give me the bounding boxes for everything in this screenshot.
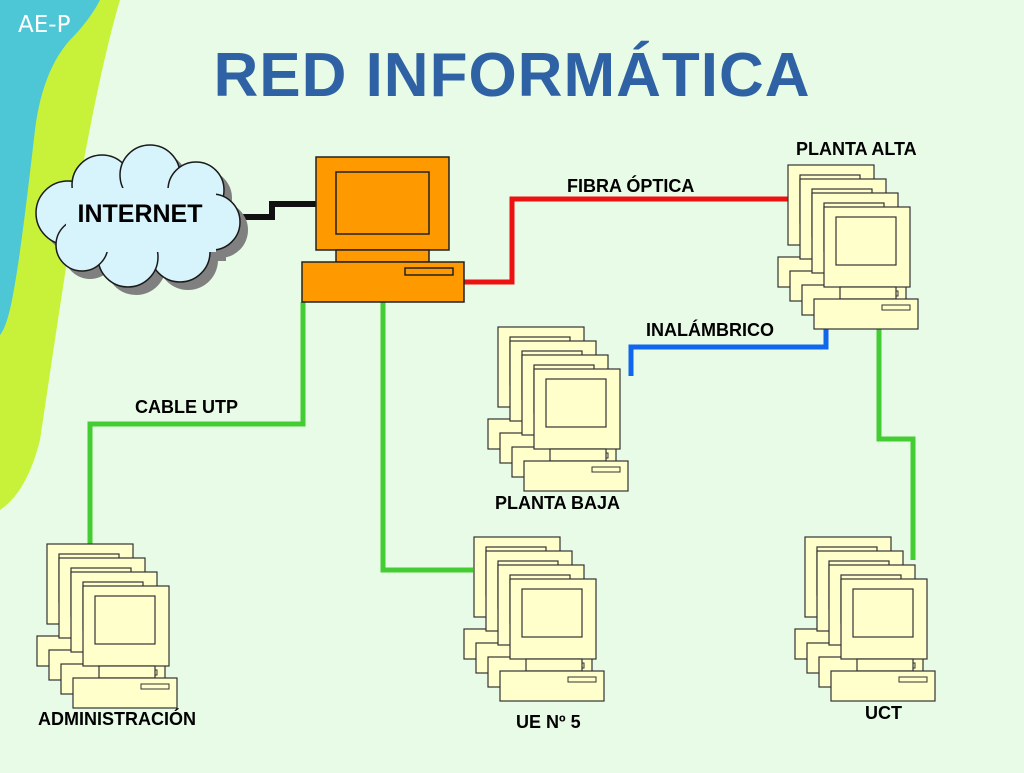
fibra-optica-label: FIBRA ÓPTICA	[567, 176, 695, 196]
utp-link-uct	[876, 320, 916, 560]
workstation-group-planta-baja	[488, 327, 628, 491]
cloud-icon	[35, 144, 248, 295]
workstation-group-planta-alta	[778, 165, 918, 329]
uct-label: UCT	[865, 703, 902, 723]
internet-label: INTERNET	[77, 200, 203, 228]
workstation-group-uct	[795, 537, 935, 701]
administracion-label: ADMINISTRACIÓN	[38, 709, 196, 729]
ue5-label: UE Nº 5	[516, 712, 581, 732]
cable-utp-label: CABLE UTP	[135, 397, 238, 417]
badge-logo: AE-P	[18, 12, 71, 38]
cyan-band	[0, 0, 100, 335]
utp-link-ue5	[380, 302, 473, 573]
planta-alta-label: PLANTA ALTA	[796, 139, 917, 159]
workstation-group-administracion	[37, 544, 177, 708]
planta-baja-label: PLANTA BAJA	[495, 493, 620, 513]
inalambrico-label: INALÁMBRICO	[646, 320, 774, 340]
inalambrico-link	[628, 320, 829, 376]
utp-link-administracion	[87, 302, 306, 545]
page-title: RED INFORMÁTICA	[213, 41, 811, 110]
server-computer-icon	[301, 156, 465, 303]
internet-link	[240, 201, 320, 220]
fibra-optica-link	[464, 196, 790, 285]
workstation-group-ue5	[464, 537, 604, 701]
